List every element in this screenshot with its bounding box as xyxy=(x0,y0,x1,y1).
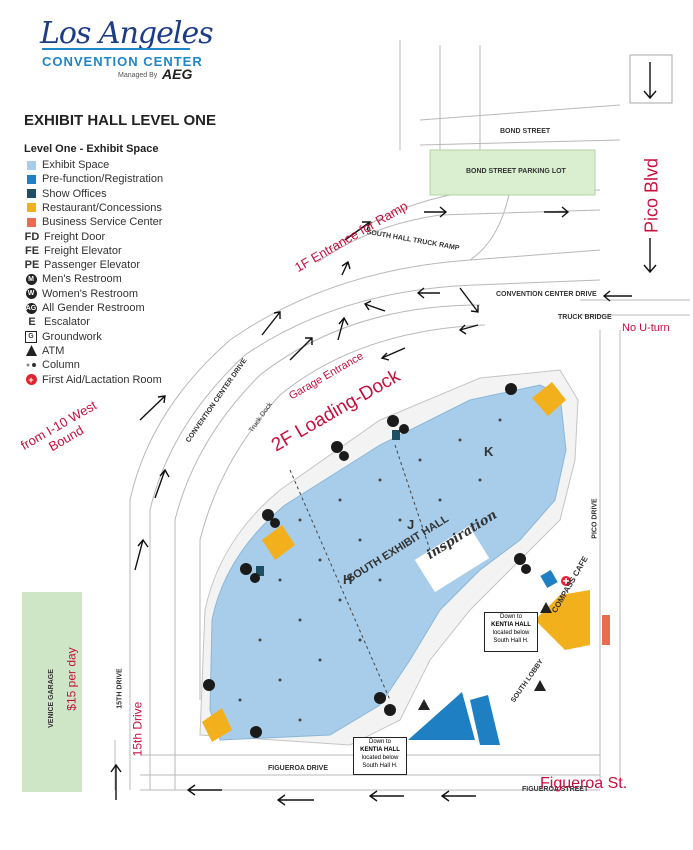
first-aid-icon: + xyxy=(24,374,38,385)
groundwork-icon: G xyxy=(24,330,38,343)
column-icon xyxy=(24,361,38,369)
legend-label: Men's Restroom xyxy=(42,273,122,286)
pico-arrow-box xyxy=(629,54,673,104)
legend-item: Business Service Center xyxy=(24,215,162,229)
legend-code: PE xyxy=(24,259,40,272)
legend-item: Show Offices xyxy=(24,187,107,201)
legend-item: E Escalator xyxy=(24,315,90,329)
legend-label: Passenger Elevator xyxy=(44,259,140,272)
prefunction-area-2 xyxy=(470,695,500,745)
legend-label: Business Service Center xyxy=(42,216,163,229)
logo-script: Los Angeles xyxy=(40,16,214,51)
legend-item: Exhibit Space xyxy=(24,158,109,172)
legend-item: M Men's Restroom xyxy=(24,272,122,286)
street-figueroa: FIGUEROA STREET xyxy=(522,786,589,793)
legend-item: G Groundwork xyxy=(24,330,102,344)
street-figueroa-drive: FIGUEROA DRIVE xyxy=(268,765,329,772)
bond-parking-lot xyxy=(429,149,596,196)
legend-item: FE Freight Elevator xyxy=(24,244,122,258)
annotation-figueroa-st: Figueroa St. xyxy=(540,775,628,792)
legend-item: Pre-function/Registration xyxy=(24,172,163,186)
kentia-note-2-line1: Down to xyxy=(368,739,391,745)
restroom-icon: W xyxy=(24,288,38,300)
concession-1 xyxy=(532,382,566,416)
legend-code: FE xyxy=(24,244,40,257)
legend-item: + First Aid/Lactation Room xyxy=(24,373,162,387)
concession-2 xyxy=(262,525,295,560)
logo-rule xyxy=(42,48,190,50)
truck-bridge: TRUCK BRIDGE xyxy=(558,314,612,321)
street-15th-drive: 15TH DRIVE xyxy=(116,668,124,709)
logo-managed-by: Managed By xyxy=(118,72,158,79)
street-bond: BOND STREET xyxy=(500,128,551,135)
legend-label: Pre-function/Registration xyxy=(42,173,164,186)
kentia-note-2: Down to KENTIA HALL located below South … xyxy=(353,737,407,775)
restroom-icon: AG xyxy=(25,302,37,314)
annotation-no-uturn: No U-turn xyxy=(622,322,670,334)
legend-item: AG All Gender Restroom xyxy=(24,301,145,315)
legend-label: Freight Elevator xyxy=(44,244,122,257)
kentia-note-2-line3: located below xyxy=(361,755,399,761)
legend-item: FD Freight Door xyxy=(24,230,105,244)
legend-item: PE Passenger Elevator xyxy=(24,258,140,272)
legend-swatch xyxy=(24,174,38,184)
street-pico-drive: PICO DRIVE xyxy=(591,498,599,539)
street-cc-drive-top: CONVENTION CENTER DRIVE xyxy=(496,291,597,298)
legend-item: Restaurant/Concessions xyxy=(24,201,162,215)
direction-arrows xyxy=(110,62,657,806)
legend-item: W Women's Restroom xyxy=(24,287,138,301)
legend-label: Women's Restroom xyxy=(42,287,139,300)
kentia-note-2-line2: KENTIA HALL xyxy=(360,747,400,753)
atm-icon xyxy=(24,345,38,357)
kentia-note-1-line4: South Hall H. xyxy=(493,638,529,644)
kentia-note-2-line4: South Hall H. xyxy=(362,763,398,769)
legend-label: Show Offices xyxy=(42,187,107,200)
venice-garage xyxy=(22,592,82,792)
show-office-2 xyxy=(256,566,264,576)
legend-label: Escalator xyxy=(44,316,90,329)
legend-label: ATM xyxy=(42,344,65,357)
concession-3 xyxy=(202,708,232,742)
section-k: K xyxy=(484,444,494,459)
business-center xyxy=(602,615,610,645)
restroom-icon: M xyxy=(24,273,38,285)
legend-title: Level One - Exhibit Space xyxy=(24,143,159,155)
kentia-note-1-line2: KENTIA HALL xyxy=(491,622,531,628)
kentia-note-1: Down to KENTIA HALL located below South … xyxy=(484,612,538,652)
legend-label: All Gender Restroom xyxy=(42,302,145,314)
kentia-note-1-line1: Down to xyxy=(499,614,522,620)
legend-code: FD xyxy=(24,230,40,243)
legend-label: Column xyxy=(42,359,80,372)
annotation-parking-fee: $15 per day xyxy=(64,647,79,711)
exhibit-space xyxy=(209,384,567,741)
legend-swatch xyxy=(24,160,38,170)
legend-swatch xyxy=(24,189,38,199)
map-title: EXHIBIT HALL LEVEL ONE xyxy=(24,112,216,129)
aeg-logo: AEG xyxy=(162,66,193,82)
annotation-15th-drive: 15th Drive xyxy=(130,701,145,757)
venice-garage-label: VENICE GARAGE xyxy=(47,669,55,728)
inspiration-banner xyxy=(414,525,490,593)
legend-swatch xyxy=(24,203,38,213)
section-h: H xyxy=(343,572,353,587)
legend-swatch xyxy=(24,217,38,227)
legend-item: ATM xyxy=(24,344,64,358)
kentia-note-1-line3: located below xyxy=(492,630,530,636)
section-j: J xyxy=(407,517,415,532)
legend-label: First Aid/Lactation Room xyxy=(42,373,162,386)
legend-code: E xyxy=(28,316,36,329)
prefunction-area xyxy=(408,692,475,740)
prefunction-booth xyxy=(540,569,558,589)
legend-item: Column xyxy=(24,358,80,372)
legend-label: Restaurant/Concessions xyxy=(42,201,162,214)
legend-label: Freight Door xyxy=(44,230,106,243)
annotation-pico-blvd: Pico Blvd xyxy=(641,157,662,234)
legend-label: Exhibit Space xyxy=(42,159,110,171)
compass-cafe xyxy=(535,590,590,650)
legend-label: Groundwork xyxy=(42,330,102,343)
logo-subtitle: CONVENTION CENTER xyxy=(42,54,203,69)
show-office-1 xyxy=(392,430,400,440)
lot-bond: BOND STREET PARKING LOT xyxy=(466,168,566,175)
